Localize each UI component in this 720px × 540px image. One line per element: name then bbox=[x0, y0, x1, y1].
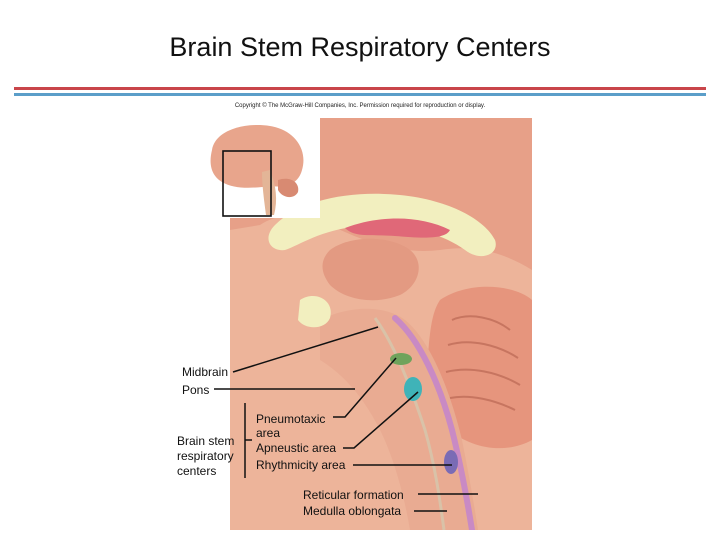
label-group-line1: Brain stem bbox=[177, 434, 234, 449]
label-rhythmicity: Rhythmicity area bbox=[256, 458, 345, 473]
apneustic-area bbox=[404, 377, 422, 401]
label-pneumotaxic-line2: area bbox=[256, 426, 280, 441]
label-pons: Pons bbox=[182, 383, 209, 398]
label-midbrain: Midbrain bbox=[182, 365, 228, 380]
label-apneustic: Apneustic area bbox=[256, 441, 336, 456]
label-group-line3: centers bbox=[177, 464, 216, 479]
pneumotaxic-area bbox=[390, 353, 412, 365]
label-group-line2: respiratory bbox=[177, 449, 234, 464]
label-pneumotaxic-line1: Pneumotaxic bbox=[256, 412, 325, 427]
label-reticular-formation: Reticular formation bbox=[303, 488, 404, 503]
thumbnail-cerebrum bbox=[211, 125, 304, 188]
rhythmicity-area bbox=[444, 450, 458, 474]
label-medulla-oblongata: Medulla oblongata bbox=[303, 504, 401, 519]
